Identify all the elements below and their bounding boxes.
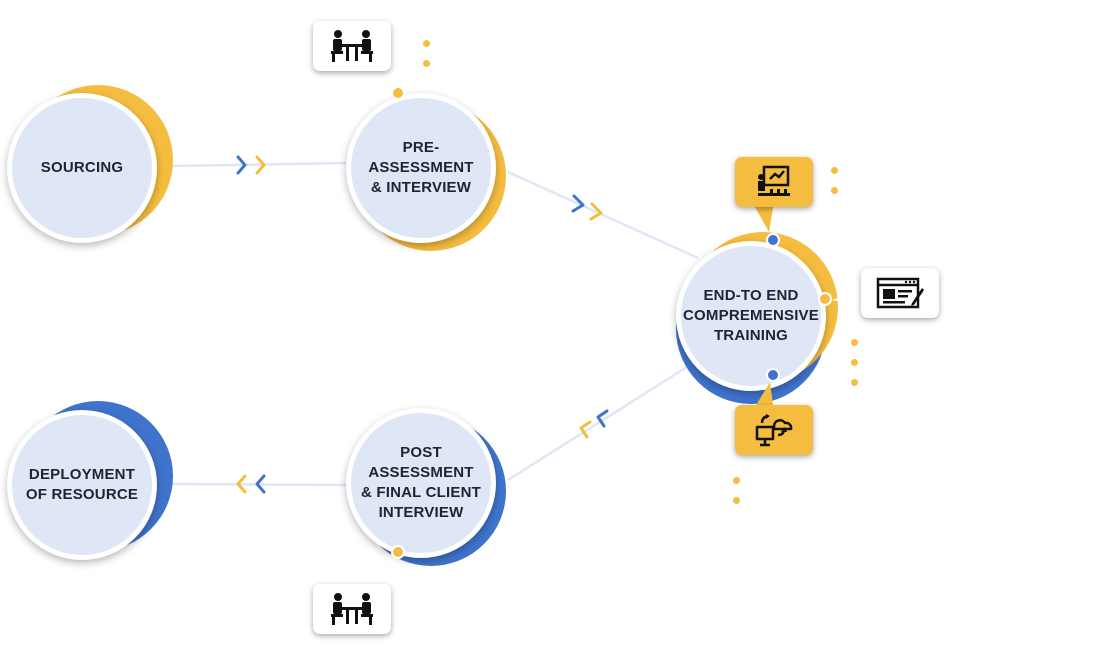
deco-dot [851,359,858,366]
online-form-icon [876,277,924,309]
connector-pre-training [507,170,699,260]
interview-meeting-icon [331,593,373,625]
node-label: DEPLOYMENT OF RESOURCE [25,466,139,503]
node-post-assessment: POST ASSESSMENT & FINAL CLIENT INTERVIEW [346,408,506,566]
callout-tail [752,382,774,412]
connector-training-post [507,363,691,482]
chevron-left-icon [236,474,266,494]
chevron-right-icon [571,194,603,221]
deco-dot [733,477,740,484]
callout-training-bottom [735,405,813,455]
connector-dot [818,292,832,306]
cloud-computer-icon [755,414,793,447]
node-circle: PRE- ASSESSMENT & INTERVIEW [346,93,496,243]
deco-dot [733,497,740,504]
chevron-left-icon [579,409,609,439]
callout-training-top [735,157,813,207]
deco-dot [831,187,838,194]
connector-dot [766,233,780,247]
callout-interview-top [313,21,391,71]
node-label: PRE- ASSESSMENT & INTERVIEW [368,139,474,196]
callout-tail [752,202,774,232]
node-circle: END-TO END COMPREMENSIVE TRAINING [676,241,826,391]
node-circle: SOURCING [7,93,157,243]
interview-meeting-icon [331,30,373,62]
connector-dot [766,368,780,382]
callout-tail [832,290,864,306]
node-training: END-TO END COMPREMENSIVE TRAINING [676,232,838,404]
presentation-board-icon [758,165,790,196]
node-label: SOURCING [40,159,124,176]
callout-training-right [861,268,939,318]
node-label: POST ASSESSMENT & FINAL CLIENT INTERVIEW [360,444,482,521]
node-sourcing: SOURCING [7,85,173,243]
connector-dot [391,545,405,559]
deco-dot [851,339,858,346]
callout-interview-bottom [313,584,391,634]
node-circle: POST ASSESSMENT & FINAL CLIENT INTERVIEW [346,408,496,558]
callout-tail [376,560,398,588]
chevron-right-icon [236,155,266,175]
deco-dot [423,60,430,67]
node-label: END-TO END COMPREMENSIVE TRAINING [683,287,819,344]
node-circle: DEPLOYMENT OF RESOURCE [7,410,157,560]
deco-dot [423,40,430,47]
connector-dot [391,86,405,100]
node-deployment: DEPLOYMENT OF RESOURCE [7,401,173,560]
deco-dot [831,167,838,174]
connector-sourcing-pre [171,161,347,168]
deco-dot [851,379,858,386]
node-pre-assessment: PRE- ASSESSMENT & INTERVIEW [346,93,506,251]
